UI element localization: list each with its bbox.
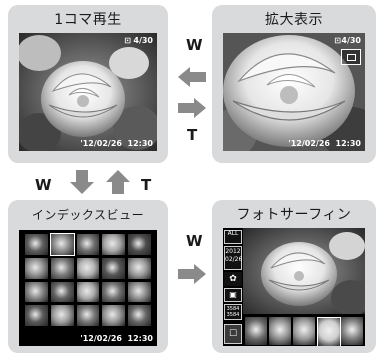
protect-icon: ⊡ <box>124 36 131 45</box>
lever-w-label-bottom: W <box>186 232 203 250</box>
arrow-down-icon <box>70 170 94 194</box>
index-thumbnail[interactable] <box>25 234 48 255</box>
index-thumbnail-grid <box>25 233 151 326</box>
zoom-screen: ⊡ 4/30 '12/02/26 12:30 <box>223 33 365 151</box>
index-thumbnail[interactable] <box>25 305 48 326</box>
single-frame-photo <box>19 33 157 151</box>
protect-icon: ⊡ <box>334 36 341 45</box>
index-thumbnail[interactable] <box>102 257 126 279</box>
zoom-position-icon <box>341 49 361 65</box>
photosurfing-thumbnail-strip <box>243 316 365 346</box>
single-frame-panel: 1コマ再生 ⊡ 4/30 '12/02/26 12:30 <box>8 5 168 163</box>
photosurfing-screen: ALL 2012 02/26 ✿ ▣ 3584 3584 ☐ <box>223 228 365 346</box>
index-thumbnail[interactable] <box>128 257 151 279</box>
arrow-left-icon <box>178 67 206 87</box>
index-thumbnail[interactable] <box>25 257 48 279</box>
sidebar-select-box[interactable]: ☐ <box>224 324 242 344</box>
zoom-title: 拡大表示 <box>265 12 323 28</box>
index-thumbnail[interactable] <box>25 281 48 303</box>
photosurfing-title: フォトサーフィン <box>236 207 352 223</box>
sidebar-date-md: 02/26 <box>225 256 243 263</box>
frame-counter: 4/30 <box>341 36 361 45</box>
lever-t-label-top: T <box>187 126 198 144</box>
photosurfing-panel: フォトサーフィン ALL 2012 02/26 ✿ ▣ 35 <box>212 200 376 353</box>
index-thumbnail[interactable] <box>102 234 126 255</box>
flower-icon: ✿ <box>229 274 237 284</box>
single-frame-title: 1コマ再生 <box>54 12 122 28</box>
sidebar-size2: 3584 <box>226 312 240 318</box>
index-thumbnail[interactable] <box>102 305 126 326</box>
sidebar-all-label: ALL <box>227 230 239 237</box>
strip-thumbnail[interactable] <box>317 317 341 346</box>
index-title: インデックスビュー <box>31 208 145 222</box>
sidebar-all-box[interactable]: ALL <box>224 230 242 244</box>
index-thumbnail[interactable] <box>50 257 74 279</box>
sidebar-scene-box[interactable]: ✿ <box>224 272 242 286</box>
index-thumbnail[interactable] <box>50 281 74 303</box>
frame-counter: 4/30 <box>133 36 153 45</box>
sidebar-date-year: 2012 <box>225 248 241 255</box>
index-thumbnail[interactable] <box>49 233 75 256</box>
photosurfing-photo <box>243 228 365 314</box>
lever-w-label-mid: W <box>35 176 52 194</box>
timestamp: '12/02/26 12:30 <box>288 139 361 148</box>
index-thumbnail[interactable] <box>50 305 74 326</box>
arrow-right-icon <box>178 264 206 284</box>
strip-thumbnail[interactable] <box>245 317 267 345</box>
strip-thumbnail[interactable] <box>341 317 363 345</box>
index-screen: '12/02/26 12:30 <box>19 230 157 346</box>
sidebar-size-box[interactable]: 3584 3584 <box>224 304 242 320</box>
index-thumbnail[interactable] <box>76 305 100 326</box>
timestamp: '12/02/26 12:30 <box>80 334 153 343</box>
strip-thumbnail[interactable] <box>269 317 291 345</box>
index-thumbnail[interactable] <box>128 305 151 326</box>
index-thumbnail[interactable] <box>76 281 100 303</box>
single-frame-screen: ⊡ 4/30 '12/02/26 12:30 <box>19 33 157 151</box>
zoom-panel: 拡大表示 ⊡ 4/30 '12/02/26 12:30 <box>212 5 376 163</box>
hand-icon: ☐ <box>228 329 238 339</box>
strip-thumbnail[interactable] <box>293 317 315 345</box>
sidebar-date-box[interactable]: 2012 02/26 <box>224 246 242 270</box>
index-thumbnail[interactable] <box>102 281 126 303</box>
sidebar-size1: 3584 <box>226 306 240 312</box>
arrow-right-icon <box>178 98 206 118</box>
index-panel: インデックスビュー '12/02/26 12:30 <box>8 200 168 353</box>
lever-t-label-mid: T <box>141 176 152 194</box>
arrow-up-icon <box>106 170 130 194</box>
lever-w-label-top: W <box>186 36 203 54</box>
index-thumbnail[interactable] <box>128 281 151 303</box>
index-thumbnail[interactable] <box>76 234 100 255</box>
timestamp: '12/02/26 12:30 <box>80 139 153 148</box>
index-thumbnail[interactable] <box>76 257 100 279</box>
camera-icon: ▣ <box>229 290 237 299</box>
index-thumbnail[interactable] <box>128 234 151 255</box>
sidebar-camera-box[interactable]: ▣ <box>224 288 242 302</box>
